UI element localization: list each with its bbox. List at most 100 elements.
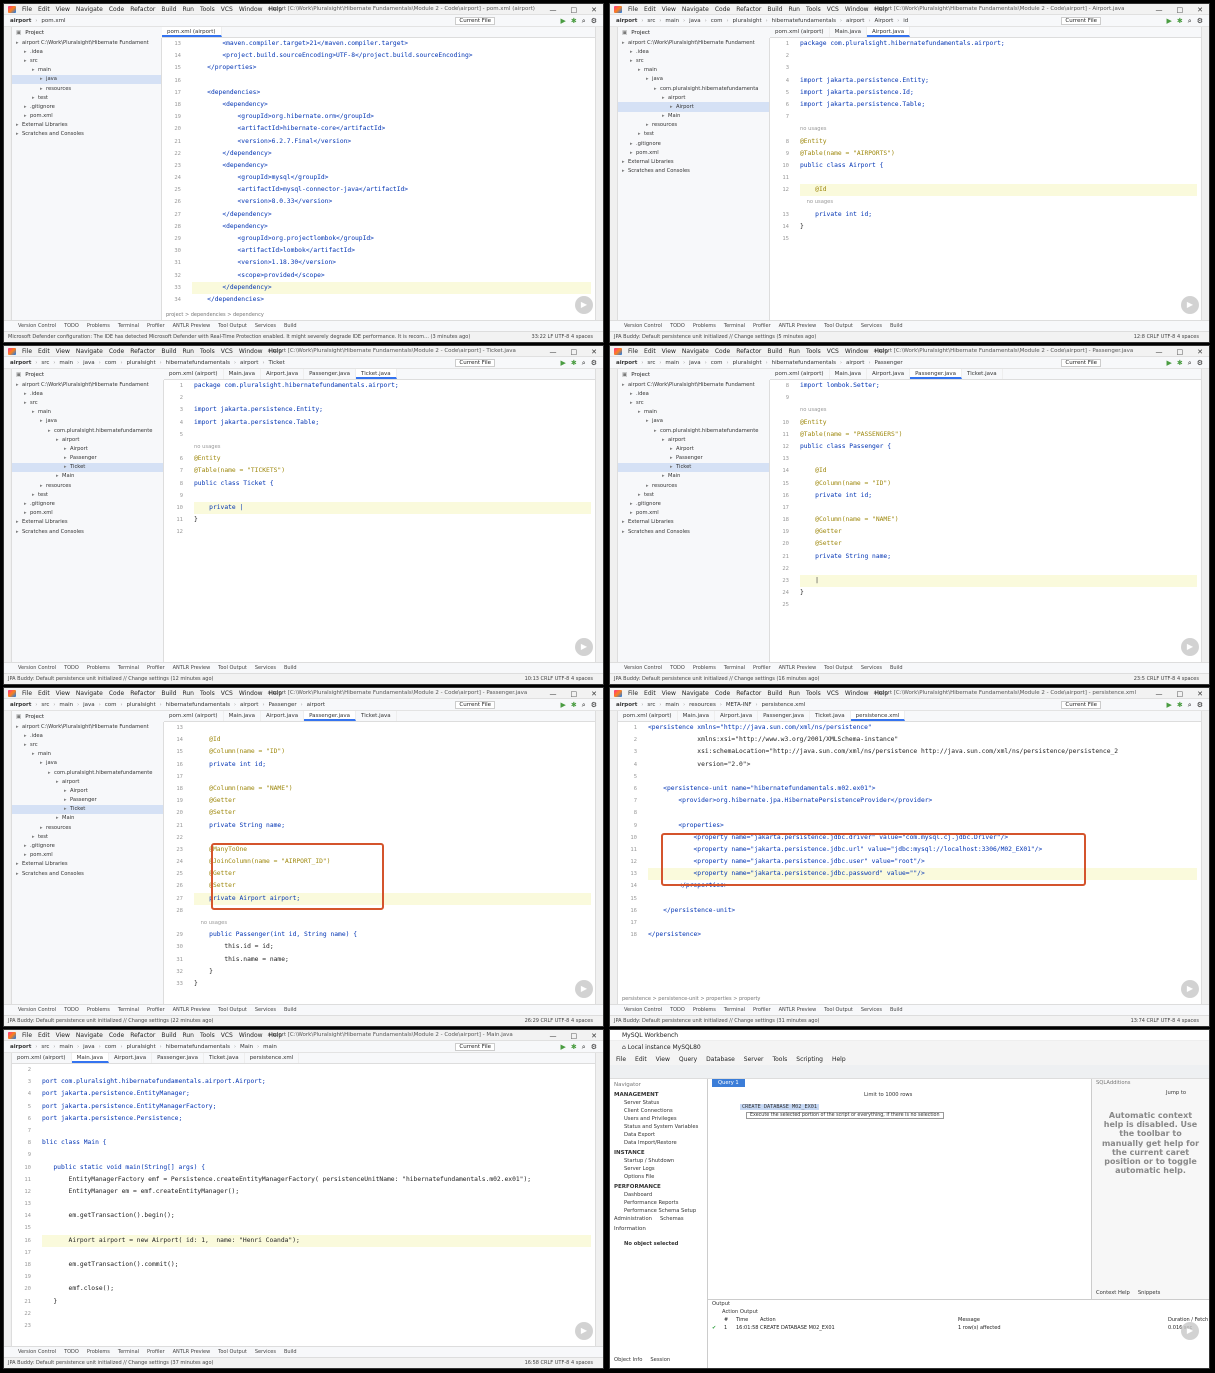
menu-item-edit[interactable]: Edit — [635, 1056, 647, 1063]
tree-node[interactable]: ▸Main — [12, 472, 163, 481]
breadcrumb-item[interactable]: main — [665, 701, 680, 708]
tree-node[interactable]: ▸java — [618, 75, 769, 84]
breadcrumb-item[interactable]: src — [647, 17, 656, 24]
menu-item-tools[interactable]: Tools — [805, 689, 821, 697]
menu-item-edit[interactable]: Edit — [644, 5, 656, 13]
settings-icon[interactable]: ⚙ — [590, 1043, 597, 1051]
tool-window-button[interactable]: Terminal — [117, 1349, 140, 1355]
tree-node[interactable]: ▸pom.xml — [618, 509, 769, 518]
tool-window-button[interactable]: Profiler — [147, 665, 165, 671]
instance-item[interactable]: Server Logs — [624, 1166, 655, 1172]
tree-node[interactable]: ▸resources — [618, 481, 769, 490]
menu-item-vcs[interactable]: VCS — [826, 347, 839, 355]
tree-node[interactable]: ▸test — [618, 490, 769, 499]
editor-tab[interactable]: pom.xml (airport) — [770, 27, 830, 37]
menu-item-file[interactable]: File — [22, 5, 33, 13]
menu-item-help[interactable]: Help — [268, 689, 283, 697]
editor-tab[interactable]: Airport.java — [715, 711, 759, 721]
run-icon[interactable]: ▶ — [1166, 359, 1172, 367]
tool-window-button[interactable]: Services — [254, 1007, 276, 1013]
run-icon[interactable]: ▶ — [560, 17, 566, 25]
tree-node[interactable]: ▸resources — [12, 481, 163, 490]
breadcrumb-item[interactable]: persistence.xml — [761, 701, 806, 708]
menu-item-navigate[interactable]: Navigate — [75, 5, 103, 13]
breadcrumb-item[interactable]: java — [83, 359, 95, 366]
tree-node[interactable]: ▸airport C:\Work\Pluralsight\Hibernate F… — [12, 38, 161, 47]
menu-item-refactor[interactable]: Refactor — [130, 1031, 156, 1039]
tool-window-button[interactable]: Problems — [86, 665, 110, 671]
editor-tab[interactable]: Airport.java — [261, 369, 305, 379]
home-icon[interactable]: ⌂ — [622, 1044, 628, 1051]
editor-tab[interactable]: Passenger.java — [304, 711, 357, 721]
menu-item-view[interactable]: View — [55, 1031, 70, 1039]
tree-node[interactable]: ▸java — [618, 417, 769, 426]
breadcrumb-item[interactable]: com — [104, 359, 117, 366]
menu-item-build[interactable]: Build — [161, 5, 177, 13]
tool-window-button[interactable]: Tool Output — [824, 323, 853, 329]
menu-item-refactor[interactable]: Refactor — [736, 689, 762, 697]
menu-item-view[interactable]: View — [661, 347, 676, 355]
menu-item-tools[interactable]: Tools — [805, 347, 821, 355]
editor-tab[interactable]: Main.java — [224, 711, 261, 721]
breadcrumb-item[interactable]: airport — [10, 1043, 32, 1050]
tree-node[interactable]: ▸main — [618, 408, 769, 417]
menu-item-edit[interactable]: Edit — [38, 347, 50, 355]
menu-item-code[interactable]: Code — [714, 5, 731, 13]
menu-item-file[interactable]: File — [628, 5, 639, 13]
menu-item-build[interactable]: Build — [161, 1031, 177, 1039]
breadcrumb-item[interactable]: airport — [10, 359, 32, 366]
breadcrumb-item[interactable]: java — [689, 17, 701, 24]
tool-window-button[interactable]: Tool Output — [218, 323, 247, 329]
tool-window-button[interactable]: Services — [254, 665, 276, 671]
tool-window-button[interactable]: Services — [860, 323, 882, 329]
editor-tab[interactable]: Passenger.java — [910, 369, 963, 379]
tree-node[interactable]: ▸Scratches and Consoles — [618, 527, 769, 536]
menu-item-tools[interactable]: Tools — [805, 5, 821, 13]
menu-item-refactor[interactable]: Refactor — [736, 347, 762, 355]
menu-item-vcs[interactable]: VCS — [220, 689, 233, 697]
editor-tab[interactable]: Main.java — [830, 27, 867, 37]
breadcrumb-item[interactable]: main — [665, 359, 680, 366]
tree-node[interactable]: ▸.idea — [12, 389, 163, 398]
menu-item-build[interactable]: Build — [767, 347, 783, 355]
tool-window-button[interactable]: Terminal — [117, 665, 140, 671]
menu-item-code[interactable]: Code — [108, 689, 125, 697]
menu-item-tools[interactable]: Tools — [199, 347, 215, 355]
tree-node[interactable]: ▸com.pluralsight.hibernatefundamente — [618, 426, 769, 435]
tree-node[interactable]: ▸airport C:\Work\Pluralsight\Hibernate F… — [12, 722, 163, 731]
tree-node[interactable]: ▸pom.xml — [12, 112, 161, 121]
tool-window-button[interactable]: Version Control — [624, 323, 663, 329]
menu-item-view[interactable]: View — [55, 689, 70, 697]
menu-item-navigate[interactable]: Navigate — [681, 5, 709, 13]
breadcrumb-item[interactable]: airport — [616, 17, 638, 24]
editor-tab[interactable]: Passenger.java — [758, 711, 811, 721]
menu-item-build[interactable]: Build — [161, 347, 177, 355]
editor-tab[interactable]: Airport.java — [866, 27, 911, 37]
menu-item-file[interactable]: File — [628, 689, 639, 697]
close-icon[interactable]: ✕ — [1197, 6, 1203, 14]
menu-item-vcs[interactable]: VCS — [220, 5, 233, 13]
maximize-icon[interactable]: □ — [1176, 6, 1184, 14]
tool-window-button[interactable]: Terminal — [723, 1007, 746, 1013]
menu-item-file[interactable]: File — [628, 347, 639, 355]
tool-window-button[interactable]: TODO — [64, 665, 79, 671]
tree-node[interactable]: ▸src — [618, 56, 769, 65]
project-label[interactable]: Project — [631, 371, 651, 378]
tool-window-button[interactable]: TODO — [64, 1349, 79, 1355]
breadcrumb-item[interactable]: Airport — [874, 17, 894, 24]
tool-window-button[interactable]: Terminal — [723, 665, 746, 671]
menu-item-query[interactable]: Query — [678, 1056, 698, 1063]
menu-item-help[interactable]: Help — [268, 1031, 283, 1039]
tree-node[interactable]: ▸Airport — [12, 444, 163, 453]
navigator-tab[interactable]: Administration — [614, 1216, 652, 1222]
tree-node[interactable]: ▸com.pluralsight.hibernatefundamente — [12, 426, 163, 435]
menu-item-window[interactable]: Window — [238, 347, 263, 355]
menu-item-tools[interactable]: Tools — [199, 689, 215, 697]
code-area[interactable]: import lombok.Setter;no usages@Entity@Ta… — [800, 380, 1197, 662]
breadcrumb-item[interactable]: hibernatefundamentals — [771, 359, 837, 366]
tool-window-button[interactable]: Profiler — [753, 323, 771, 329]
close-icon[interactable]: ✕ — [591, 1032, 597, 1040]
